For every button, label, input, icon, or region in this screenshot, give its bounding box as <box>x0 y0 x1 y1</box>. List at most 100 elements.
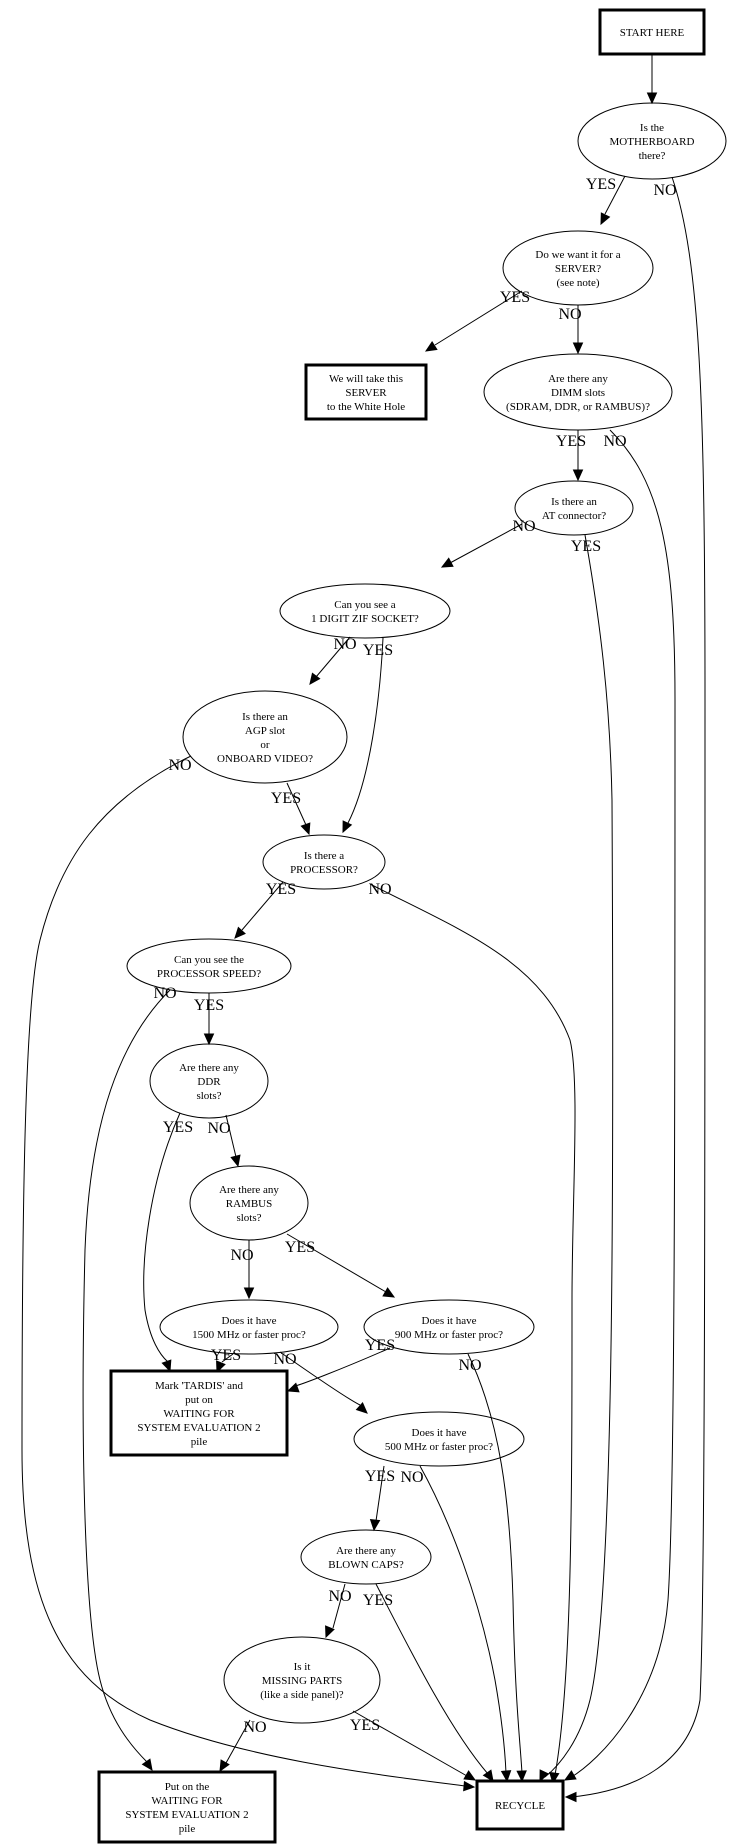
decision-ellipse <box>577 102 727 180</box>
edge-mhz1500-to-mhz500 <box>279 1351 368 1414</box>
edge-mhz500-to-caps <box>369 1465 385 1532</box>
node-start: START HERE <box>598 8 706 56</box>
edges-layer <box>21 54 706 1803</box>
node-text-line: AT connector? <box>542 510 606 522</box>
node-text-line: slots? <box>196 1090 221 1102</box>
arrowhead-icon <box>516 1770 527 1783</box>
arrowhead-icon <box>382 1287 396 1298</box>
edge-caps-to-missing <box>325 1583 346 1639</box>
edge-speed-to-ddr <box>203 993 215 1046</box>
edge-label-no: NO <box>368 881 391 898</box>
arrowhead-icon <box>141 1758 153 1771</box>
edge-line <box>332 1583 346 1629</box>
arrowhead-icon <box>325 1625 335 1639</box>
node-text-line: AGP slot <box>245 725 285 737</box>
node-text-line: Are there any <box>336 1545 396 1557</box>
edge-label-yes: YES <box>586 176 616 193</box>
edge-label-yes: YES <box>365 1337 395 1354</box>
edge-label-yes: YES <box>363 1592 393 1609</box>
arrowhead-icon <box>463 1780 476 1792</box>
arrowhead-icon <box>549 1771 560 1785</box>
decision-ellipse <box>514 480 634 536</box>
edge-mhz900-to-tardis <box>286 1347 391 1393</box>
edge-missing-to-recycle <box>352 1710 477 1781</box>
node-text-line: Is there a <box>304 850 344 862</box>
arrowhead-icon <box>342 820 353 834</box>
edge-label-yes: YES <box>556 433 586 450</box>
edge-label-no: NO <box>653 182 676 199</box>
decision-ellipse <box>483 353 673 431</box>
node-text-line: Are there any <box>219 1184 279 1196</box>
node-text-line: 900 MHz or faster proc? <box>395 1329 503 1341</box>
box-shape <box>475 1779 565 1831</box>
node-text-line: MISSING PARTS <box>262 1675 343 1687</box>
edge-zif-to-agp <box>309 636 351 685</box>
edge-label-yes: YES <box>363 642 393 659</box>
arrowhead-icon <box>309 672 321 685</box>
edge-line <box>82 989 171 1763</box>
node-text-line: or <box>260 739 270 751</box>
node-text-line: (SDRAM, DDR, or RAMBUS)? <box>506 401 650 413</box>
edge-server-to-whitehole <box>424 290 523 352</box>
edge-start-to-mobo <box>646 54 658 105</box>
node-text-line: pile <box>179 1823 196 1835</box>
edge-speed-to-waiting <box>82 989 171 1771</box>
edge-caps-to-recycle <box>375 1583 494 1782</box>
decision-ellipse <box>279 583 451 639</box>
decision-ellipse <box>126 938 292 994</box>
box-shape <box>109 1369 289 1457</box>
decision-ellipse <box>300 1529 432 1585</box>
node-recycle: RECYCLE <box>475 1779 565 1831</box>
edge-line <box>352 1710 468 1777</box>
edge-line <box>21 755 466 1787</box>
edge-label-yes: YES <box>271 790 301 807</box>
edge-line <box>375 1583 489 1775</box>
arrowhead-icon <box>203 1033 215 1046</box>
decision-ellipse <box>159 1299 339 1355</box>
edge-line <box>286 1233 387 1293</box>
decision-ellipse <box>353 1411 525 1467</box>
edge-label-no: NO <box>153 985 176 1002</box>
edge-label-no: NO <box>458 1357 481 1374</box>
edge-zif-to-proc <box>342 637 384 834</box>
edge-label-no: NO <box>230 1247 253 1264</box>
arrowhead-icon <box>600 212 611 226</box>
node-text-line: Mark 'TARDIS' and <box>155 1380 244 1392</box>
edge-line <box>241 881 284 931</box>
arrowhead-icon <box>234 926 246 939</box>
edge-line <box>315 636 351 678</box>
node-text-line: PROCESSOR? <box>290 864 358 876</box>
edge-server-to-dimm <box>572 305 584 355</box>
arrowhead-icon <box>482 1769 494 1782</box>
arrowhead-icon <box>572 469 584 482</box>
node-text-line: there? <box>639 150 666 162</box>
arrowhead-icon <box>300 822 311 836</box>
arrowhead-icon <box>463 1770 477 1781</box>
edge-line <box>419 1465 507 1774</box>
edge-at-to-recycle <box>539 534 614 1783</box>
decision-ellipse <box>182 690 348 784</box>
arrowhead-icon <box>243 1287 255 1300</box>
edge-dimm-to-at <box>572 430 584 482</box>
edge-proc-to-speed <box>234 881 284 939</box>
edge-line <box>467 1353 523 1774</box>
node-text-line: DIMM slots <box>551 387 605 399</box>
edge-line <box>279 1351 361 1406</box>
edge-label-yes: YES <box>163 1119 193 1136</box>
edge-label-no: NO <box>207 1120 230 1137</box>
box-shape <box>598 8 706 56</box>
arrowhead-icon <box>161 1359 172 1373</box>
node-text-line: We will take this <box>329 373 403 385</box>
edge-line <box>221 1353 234 1363</box>
arrowhead-icon <box>646 92 658 105</box>
edge-rambus-to-mhz1500 <box>243 1240 255 1300</box>
node-text-line: Can you see the <box>174 954 244 966</box>
edge-mhz900-to-recycle <box>467 1353 527 1783</box>
